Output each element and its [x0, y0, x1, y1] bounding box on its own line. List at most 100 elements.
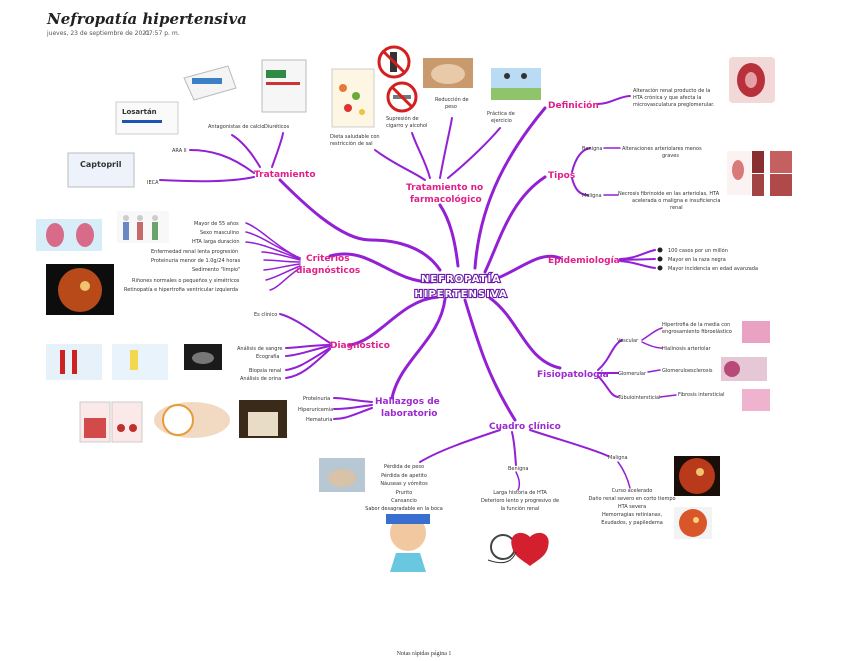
tipos-maligna-desc-3: renal	[670, 205, 683, 211]
nofarm-supresion-1: Supresión de	[386, 115, 419, 122]
picture-blood-test	[46, 344, 102, 380]
cuadro-title: Cuadro clínico	[489, 422, 561, 432]
criterio-4: Enfermedad renal lenta progresión	[151, 248, 238, 255]
fisio-glomerular-item: Glomeruloesclerosis	[662, 368, 713, 374]
nofarm-ejercicio-2: ejercicio	[491, 118, 512, 124]
diagnostico-title: Diagnóstico	[330, 340, 390, 351]
picture-blood-pressure	[487, 532, 549, 566]
fisio-vascular: Vascular	[617, 338, 639, 344]
picture-fundus-1	[674, 456, 720, 496]
tipos-maligna-desc-2: acelerada o maligna e insuficiencia	[632, 198, 720, 204]
picture-urine-jar	[239, 400, 287, 438]
cuadro-maligna-desc-1: Curso acelerado	[612, 488, 653, 494]
tipos-benigna-desc-2: graves	[662, 153, 679, 159]
cuadro-maligna-desc-4: Hemorragias retinianas,	[602, 512, 663, 518]
fisio-glomerular: Glomerular	[618, 371, 647, 377]
criterios-title-line2: diagnósticos	[296, 265, 360, 276]
center-title-line2: HIPERTENSIVA	[414, 289, 507, 300]
picture-nausea-feet	[319, 458, 365, 492]
criterio-3: HTA larga duración	[192, 238, 240, 245]
criterio-1: Mayor de 55 años	[194, 221, 239, 227]
cuadro-benigna-desc-1: Larga historia de HTA	[493, 490, 547, 496]
sintoma-3: Náuseas y vómitos	[380, 480, 428, 487]
tipos-benigna-desc-1: Alteraciones arteriolares menos	[622, 146, 702, 152]
nofarm-dieta-2: restricción de sal	[330, 140, 373, 147]
nofarm-peso-2: peso	[445, 104, 457, 110]
cuadro-maligna-desc-2: Daño renal severo en corto tiempo	[588, 496, 675, 502]
criterios-title-line1: Criterios	[306, 254, 350, 264]
sintoma-1: Pérdida de peso	[384, 463, 424, 470]
picture-lab-tubes	[79, 401, 143, 443]
captopril-text: Captopril	[80, 160, 122, 169]
cuadro-maligna-desc-5: Exudados, y papiledema	[601, 520, 663, 526]
nofarm-title-line2: farmacológico	[410, 194, 482, 205]
cuadro-benigna-desc-3: la función renal	[501, 505, 540, 512]
tratamiento-antagonistas: Antagonistas de calcio	[208, 124, 264, 130]
page-title: Nefropatía hipertensiva	[47, 10, 247, 28]
fisiopatologia-title: Fisiopatología	[537, 370, 609, 380]
no-smoking-icon	[386, 81, 418, 113]
picture-fundus-2	[674, 507, 712, 539]
picture-vasoprel-box	[183, 65, 237, 101]
page-date: jueves, 23 de septiembre de 2021	[47, 30, 150, 37]
sintoma-6: Sabor desagradable en la boca	[365, 506, 443, 512]
tratamiento-title: Tratamiento	[254, 170, 316, 180]
sintoma-4: Prurito	[396, 490, 413, 496]
picture-kidney-organ	[729, 57, 775, 103]
definicion-line-3: microvasculatura preglomerular.	[633, 102, 715, 108]
epidemiologia-item-3: Mayor incidencia en edad avanzada	[668, 266, 758, 272]
tratamiento-ieca: IECA	[147, 180, 159, 186]
page-footer: Notas rápidas página 1	[396, 651, 452, 657]
criterio-7: Riñones normales o pequeños y simétricos	[132, 277, 240, 284]
criterio-5: Proteinuria menor de 1.0g/24 horas	[151, 258, 241, 264]
criterio-2: Sexo masculino	[200, 230, 239, 236]
no-alcohol-icon	[377, 45, 411, 79]
bullet-icon	[657, 247, 663, 253]
center-title-line1: NEFROPATÍA	[421, 272, 501, 285]
losartan-text: Losartán	[122, 108, 157, 116]
epidemiologia-item-2: Mayor en la raza negra	[668, 257, 726, 263]
nofarm-ejercicio-1: Práctica de	[487, 110, 515, 117]
fisio-vascular-item-3: Hialinosis arteriolar	[662, 346, 712, 352]
picture-retina	[46, 264, 114, 315]
diagnostico-item-5: Análisis de orina	[240, 375, 281, 382]
diagnostico-item-4: Biopsia renal	[249, 368, 281, 374]
tipos-title: Tipos	[548, 171, 575, 181]
cuadro-benigna: Benigna	[508, 466, 528, 472]
diagnostico-item-3: Ecografía	[256, 353, 279, 360]
picture-vomiting-person	[386, 514, 430, 572]
hallazgos-title-line1: Hallazgos de	[375, 397, 440, 407]
picture-histology-2	[721, 357, 767, 381]
fisio-vascular-item-1: Hipertrofia de la media con	[662, 322, 730, 328]
picture-runners	[491, 68, 541, 100]
hallazgo-1: Proteinuria	[303, 396, 330, 402]
fisio-vascular-item-2: engrosamiento fibroelástico	[662, 328, 732, 335]
page-time: 07:57 p. m.	[145, 30, 180, 37]
picture-captopril-box: Captopril	[67, 152, 135, 188]
picture-drug-box-2	[261, 59, 307, 113]
tratamiento-diureticos: Diuréticos	[264, 123, 290, 130]
cuadro-maligna-desc-3: HTA severa	[618, 504, 646, 510]
picture-gout-foot	[154, 402, 230, 438]
picture-histology-3	[742, 389, 770, 411]
hallazgo-2: Hiperuricemia	[298, 407, 333, 413]
nofarm-title-line1: Tratamiento no	[406, 183, 483, 193]
bullet-icon	[657, 265, 663, 271]
tipos-benigna: Benigna	[582, 146, 602, 152]
sintoma-5: Cansancio	[391, 498, 417, 504]
picture-losartan-box: Losartán	[115, 101, 179, 135]
picture-kidney-diagram	[36, 219, 102, 251]
cuadro-benigna-desc-2: Deterioro lento y progresivo de	[481, 498, 559, 504]
nofarm-dieta-1: Dieta saludable con	[330, 134, 380, 140]
nofarm-peso-1: Reducción de	[435, 96, 469, 103]
picture-weight-loss	[423, 58, 473, 88]
criterio-8: Retinopatía e hipertrofia ventricular iz…	[124, 286, 238, 293]
epidemiologia-item-1: 100 casos por un millón	[668, 247, 728, 254]
picture-histology-1	[742, 321, 770, 343]
epidemiologia-title: Epidemiología	[548, 256, 620, 266]
hallazgos-title-line2: laboratorio	[381, 409, 438, 419]
criterio-6: Sedimento "limpio"	[192, 267, 240, 273]
picture-ultrasound	[184, 344, 222, 370]
picture-elderly-people	[117, 211, 169, 243]
